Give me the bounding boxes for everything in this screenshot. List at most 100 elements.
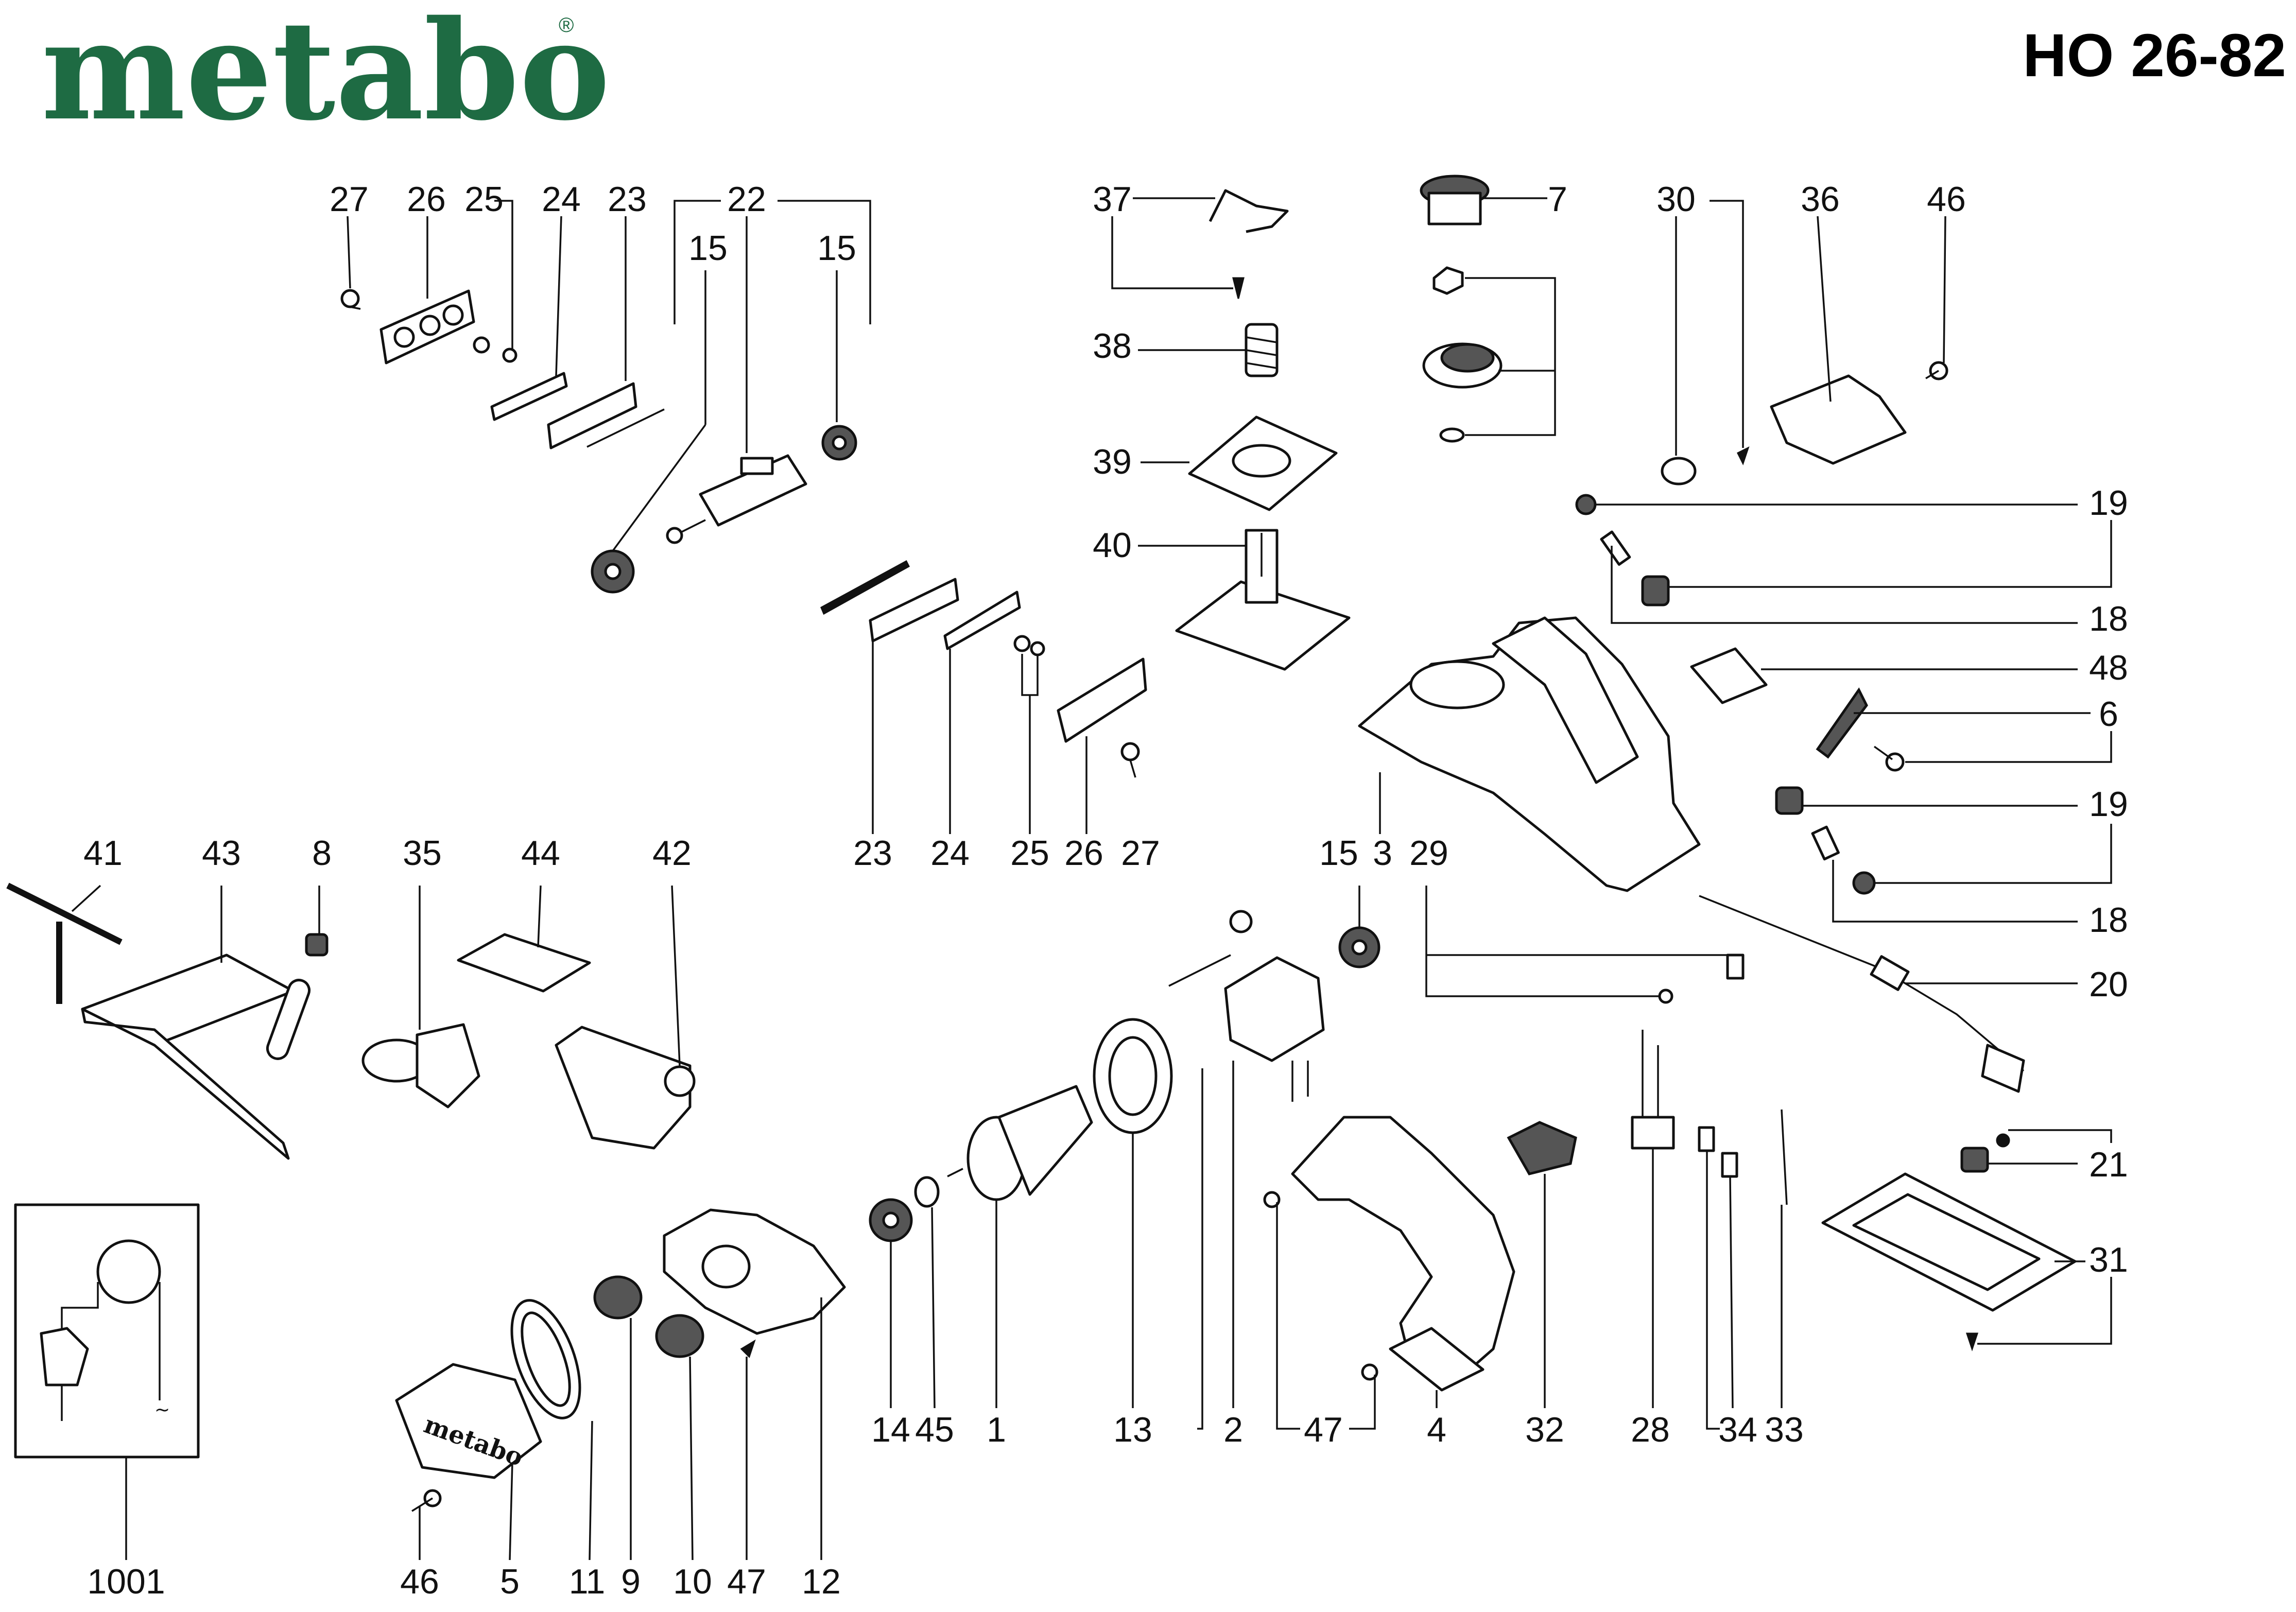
pin-21-upper xyxy=(1996,1133,2010,1148)
callout-46: 46 xyxy=(1927,180,1966,219)
parts-drawings: ~ xyxy=(6,175,2077,1512)
blade-23-lower xyxy=(869,578,959,643)
switch-6 xyxy=(1816,687,1868,759)
blade-holder-24-upper xyxy=(490,372,568,421)
callout-3: 3 xyxy=(1373,834,1392,873)
holder-18-upper xyxy=(1641,575,1670,606)
plate-44 xyxy=(457,933,591,993)
spring-38 xyxy=(1245,323,1279,377)
washer-7 xyxy=(1439,427,1465,443)
callout-47: 47 xyxy=(1304,1410,1343,1449)
clamp-plate-26-upper xyxy=(379,289,475,365)
callout-10: 10 xyxy=(673,1562,712,1601)
callout-39: 39 xyxy=(1093,442,1132,481)
bearing-14 xyxy=(869,1198,913,1242)
brand-logo: metabo xyxy=(41,0,610,151)
housing-3 xyxy=(1358,616,1701,892)
callout-23: 23 xyxy=(608,180,647,219)
callout-24: 24 xyxy=(542,180,581,219)
callout-29: 29 xyxy=(1409,834,1448,873)
cap-18-lower xyxy=(1852,871,1876,895)
carbon-brush-34-right xyxy=(1721,1152,1738,1178)
callout-41: 41 xyxy=(83,834,123,873)
leader-lines xyxy=(71,197,2112,1561)
pin-21-lower xyxy=(1960,1147,1989,1173)
pin-19-upper xyxy=(1600,530,1631,566)
callout-11: 11 xyxy=(569,1562,606,1601)
base-plate-31 xyxy=(1821,1172,2077,1312)
callout-19: 19 xyxy=(2089,483,2128,523)
label-48 xyxy=(1690,647,1768,704)
brush-holder-2 xyxy=(1168,910,1325,1102)
callout-40: 40 xyxy=(1093,526,1132,565)
clip-29 xyxy=(1726,954,1745,980)
switch-32 xyxy=(1507,1121,1577,1175)
suppressor-28 xyxy=(1631,1030,1675,1150)
screw-46-lower xyxy=(411,1489,442,1512)
cover-36 xyxy=(1770,374,1907,465)
pulley-9 xyxy=(593,1275,643,1320)
callout-36: 36 xyxy=(1801,180,1840,219)
callout-34: 34 xyxy=(1718,1410,1757,1449)
washer-30 xyxy=(1661,457,1697,486)
callout-20: 20 xyxy=(2089,965,2128,1004)
callout-28: 28 xyxy=(1631,1410,1670,1449)
callout-47: 47 xyxy=(727,1562,766,1601)
screw-31 xyxy=(1965,1332,1979,1351)
screw-30 xyxy=(1736,446,1750,465)
callout-45: 45 xyxy=(915,1410,954,1449)
bearing-7 xyxy=(1422,342,1503,389)
callout-26: 26 xyxy=(1064,834,1103,873)
callout-35: 35 xyxy=(403,834,442,873)
callout-15: 15 xyxy=(1319,834,1358,873)
washer-45 xyxy=(914,1176,940,1208)
callout-9: 9 xyxy=(621,1562,641,1601)
callout-27: 27 xyxy=(330,180,369,219)
belt-cover-5: metabo xyxy=(395,1363,542,1479)
cable-33 xyxy=(1781,1109,1788,1205)
cap-19-lower xyxy=(1775,786,1804,815)
callout-24: 24 xyxy=(930,834,970,873)
adjuster-40 xyxy=(1175,529,1351,671)
callout-1001: 1001 xyxy=(87,1562,165,1601)
callout-18: 18 xyxy=(2089,599,2128,638)
plate-39 xyxy=(1188,415,1338,511)
screw-6 xyxy=(1873,746,1905,772)
cutter-block-22 xyxy=(666,454,807,544)
callout-44: 44 xyxy=(521,834,560,873)
callout-26: 26 xyxy=(407,180,446,219)
callout-22: 22 xyxy=(727,180,766,219)
callout-13: 13 xyxy=(1113,1410,1152,1449)
callout-43: 43 xyxy=(202,834,241,873)
bearing-15-motor xyxy=(1338,926,1380,968)
callout-7: 7 xyxy=(1548,180,1567,219)
callout-32: 32 xyxy=(1525,1410,1564,1449)
callout-33: 33 xyxy=(1765,1410,1804,1449)
callout-30: 30 xyxy=(1656,180,1696,219)
callout-19: 19 xyxy=(2089,785,2128,824)
belt-cover-12 xyxy=(663,1208,846,1335)
bracket-37 xyxy=(1209,189,1289,233)
callout-12: 12 xyxy=(802,1562,841,1601)
hex-key-41 xyxy=(6,882,123,1004)
washer-25-upper xyxy=(473,336,517,363)
bearing-15-left xyxy=(591,549,635,594)
bag-42 xyxy=(555,1026,696,1150)
screw-47-belt xyxy=(740,1339,756,1358)
callout-46: 46 xyxy=(400,1562,439,1601)
bearing-15-right xyxy=(821,425,857,461)
screw-46-upper xyxy=(1925,361,1948,380)
blade-23-upper xyxy=(547,382,665,449)
callout-27: 27 xyxy=(1121,834,1160,873)
registered-mark: ® xyxy=(559,14,574,37)
stator-13 xyxy=(1093,1018,1173,1134)
cap-19-upper xyxy=(1575,494,1597,515)
callout-25: 25 xyxy=(464,180,504,219)
callout-1: 1 xyxy=(987,1410,1006,1449)
callout-42: 42 xyxy=(652,834,692,873)
screw-29 xyxy=(1658,989,1673,1004)
screw-37-38 xyxy=(1232,277,1245,299)
callout-21: 21 xyxy=(2089,1145,2128,1184)
callout-4: 4 xyxy=(1427,1410,1446,1449)
